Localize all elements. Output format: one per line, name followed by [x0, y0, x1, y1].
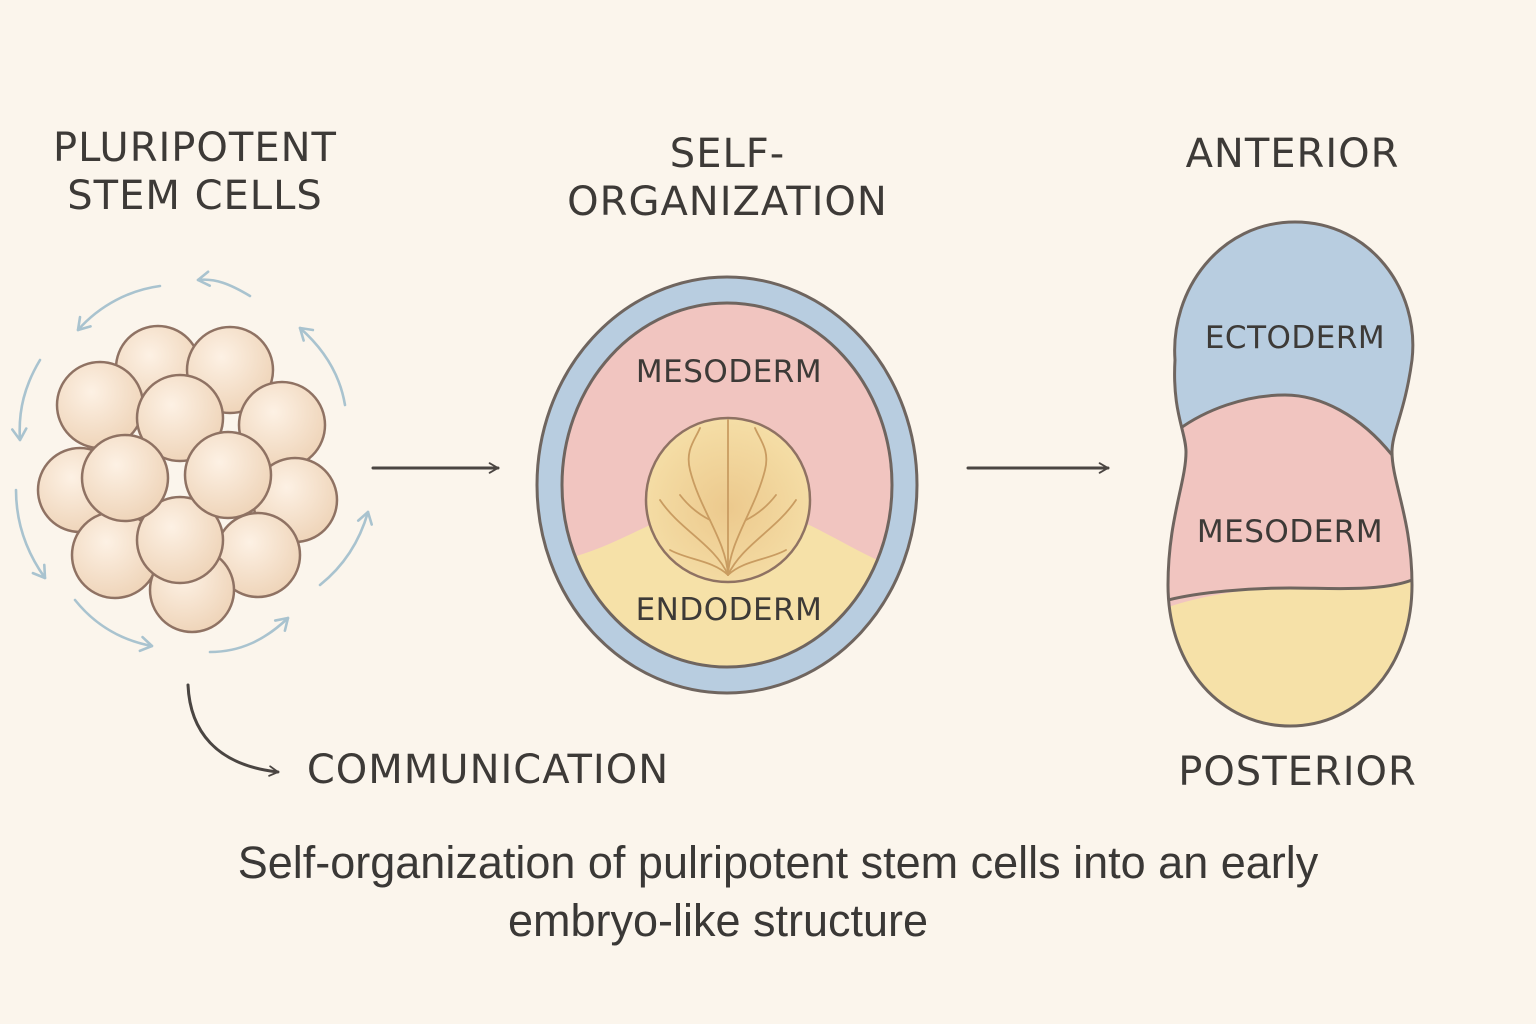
heading-posterior: POSTERIOR — [1178, 749, 1417, 795]
rotation-arrow — [318, 510, 374, 587]
rotation-arrow — [73, 598, 154, 653]
heading-line: PLURIPOTENT — [53, 125, 337, 171]
stem-cell-cluster — [10, 270, 374, 654]
embryo-structure — [1166, 220, 1415, 728]
cells — [36, 324, 339, 634]
rotation-arrow — [76, 284, 162, 332]
self-organized-structure — [535, 275, 919, 695]
rotation-arrow — [196, 270, 252, 298]
rotation-arrow — [298, 326, 347, 407]
heading-line: ORGANIZATION — [567, 179, 888, 225]
heading-line: SELF- — [669, 131, 786, 177]
stem-cell — [135, 373, 225, 463]
stem-cell — [135, 495, 225, 585]
heading-self-organization: SELF- ORGANIZATION — [555, 130, 900, 226]
heading-communication: COMMUNICATION — [306, 747, 670, 793]
label-mesoderm-middle: MESODERM — [635, 354, 823, 390]
embryo-endoderm — [1168, 575, 1413, 726]
stem-cell — [183, 430, 273, 520]
stem-cell — [80, 433, 170, 523]
inner-boundary — [560, 301, 894, 669]
rotation-arrow — [10, 358, 42, 442]
heading-line: STEM CELLS — [67, 173, 323, 219]
rotation-arrows — [10, 270, 374, 654]
label-ectoderm: ECTODERM — [1204, 320, 1386, 356]
rotation-arrow — [14, 488, 47, 580]
figure-caption: Self-organization of pulripotent stem ce… — [0, 834, 1536, 950]
label-mesoderm-embryo: MESODERM — [1196, 514, 1384, 550]
heading-anterior: ANTERIOR — [1185, 131, 1400, 177]
rotation-arrow — [208, 616, 290, 654]
core-branching — [659, 419, 797, 576]
embryo-outline — [1166, 220, 1415, 728]
caption-line: Self-organization of pulripotent stem ce… — [237, 837, 1319, 888]
label-endoderm-middle: ENDODERM — [635, 592, 823, 628]
caption-line: embryo-like structure — [507, 895, 929, 946]
communication-arrow — [186, 683, 280, 777]
heading-stem-cells: PLURIPOTENT STEM CELLS — [40, 124, 350, 220]
embryo-ectoderm — [1168, 222, 1413, 455]
